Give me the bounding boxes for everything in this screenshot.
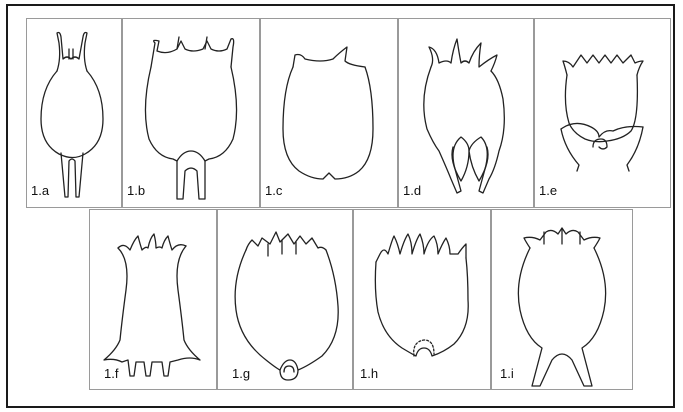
panel-label-1b: 1.b xyxy=(127,183,145,198)
rotifer-drawing-1g xyxy=(218,210,354,391)
panel-label-1e: 1.e xyxy=(539,183,557,198)
panel-1f: 1.f xyxy=(89,209,217,390)
panel-1h: 1.h xyxy=(353,209,491,390)
panel-label-1d: 1.d xyxy=(403,183,421,198)
panel-label-1i: 1.i xyxy=(500,366,514,381)
rotifer-drawing-1h xyxy=(354,210,492,391)
rotifer-drawing-1e xyxy=(535,19,672,209)
panel-1g: 1.g xyxy=(217,209,353,390)
panel-label-1g: 1.g xyxy=(232,366,250,381)
panel-label-1f: 1.f xyxy=(104,366,118,381)
rotifer-drawing-1d xyxy=(399,19,535,209)
panel-1c: 1.c xyxy=(260,18,398,208)
panel-1i: 1.i xyxy=(491,209,633,390)
rotifer-drawing-1b xyxy=(123,19,261,209)
panel-label-1h: 1.h xyxy=(360,366,378,381)
panel-1b: 1.b xyxy=(122,18,260,208)
panel-label-1c: 1.c xyxy=(265,183,282,198)
panel-1d: 1.d xyxy=(398,18,534,208)
panel-label-1a: 1.a xyxy=(31,183,49,198)
rotifer-drawing-1f xyxy=(90,210,218,391)
rotifer-drawing-1i xyxy=(492,210,634,391)
rotifer-drawing-1a xyxy=(27,19,123,209)
rotifer-drawing-1c xyxy=(261,19,399,209)
panel-1e: 1.e xyxy=(534,18,671,208)
panel-1a: 1.a xyxy=(26,18,122,208)
